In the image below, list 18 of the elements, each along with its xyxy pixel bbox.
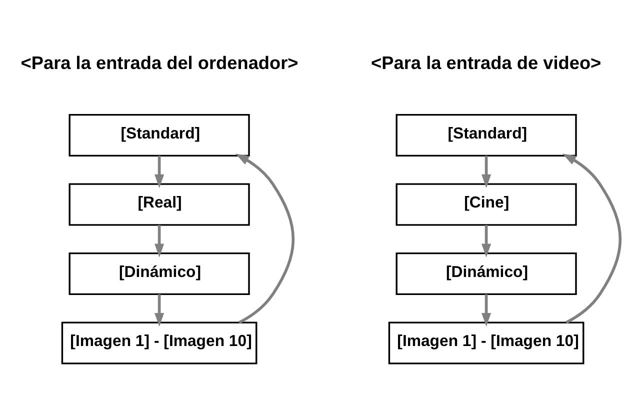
arrow — [482, 294, 492, 326]
node-box: [Dinámico] — [68, 252, 250, 295]
arrow — [154, 155, 164, 188]
arrow — [482, 224, 492, 257]
node-box: [Dinámico] — [396, 252, 577, 295]
label: <Para la entrada de video> — [371, 52, 602, 73]
arrow — [482, 155, 492, 188]
node-box: [Standard] — [68, 113, 250, 156]
arrow — [154, 294, 164, 326]
arrow — [235, 153, 295, 324]
arrow — [562, 153, 622, 324]
label: <Para la entrada del ordenador> — [20, 52, 298, 73]
node-box: [Real] — [68, 182, 250, 226]
node-box: [Imagen 1] - [Imagen 10] — [61, 321, 258, 364]
node-box: [Standard] — [396, 113, 577, 156]
node-box: [Imagen 1] - [Imagen 10] — [388, 321, 584, 364]
node-box: [Cine] — [396, 182, 577, 226]
arrow — [154, 224, 164, 257]
